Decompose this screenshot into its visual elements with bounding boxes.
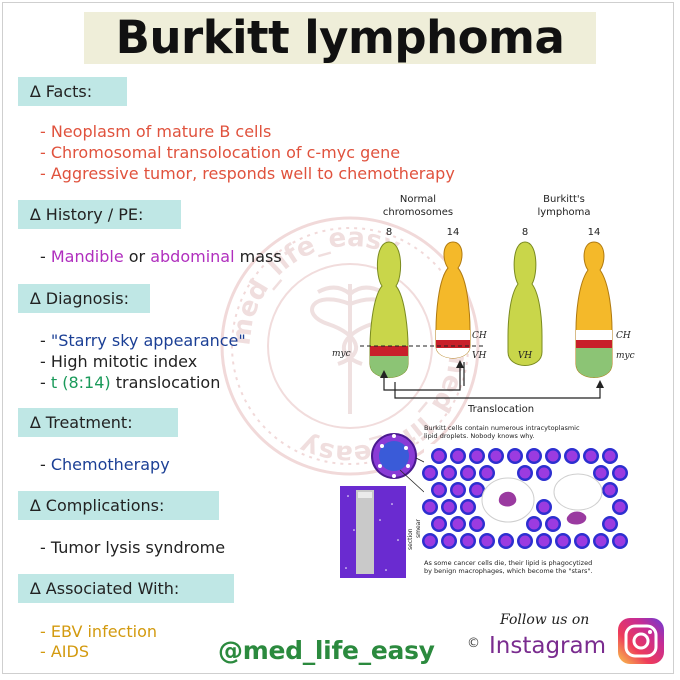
title-banner bbox=[84, 12, 596, 64]
mandible-text: Mandible bbox=[50, 247, 124, 266]
caption-bottom-line-1: As some cancer cells die, their lipid is… bbox=[424, 559, 592, 567]
facts-item-3: - Aggressive tumor, responds well to che… bbox=[40, 164, 455, 183]
associated-item-1: - EBV infection bbox=[40, 622, 157, 641]
page-frame bbox=[2, 2, 674, 674]
tumor-cells bbox=[422, 448, 628, 549]
chr-14-burkitt-label: 14 bbox=[588, 227, 601, 238]
instagram-text: Instagram bbox=[489, 633, 607, 659]
translocation-label: Translocation bbox=[467, 404, 534, 415]
caption-top-line-2: lipid droplets. Nobody knows why. bbox=[424, 432, 534, 440]
normal-label-line-2: chromosomes bbox=[383, 207, 453, 218]
facts-item-1: - Neoplasm of mature B cells bbox=[40, 122, 272, 141]
chromosome-14-burkitt bbox=[575, 241, 613, 378]
vh-label-burkitt: VH bbox=[518, 351, 532, 361]
chromosome-translocation-diagram: Normal chromosomes Burkitt's lymphoma 8 … bbox=[332, 194, 635, 415]
history-header: ∆ History / PE: bbox=[18, 200, 181, 229]
complications-header: ∆ Complications: bbox=[18, 491, 219, 520]
history-item: - Mandible or abdominal mass bbox=[40, 247, 282, 266]
chromosome-8-normal bbox=[369, 241, 409, 378]
myc-label-normal: myc bbox=[332, 349, 351, 359]
diagnosis-item-3: - t (8:14) translocation bbox=[40, 373, 221, 392]
starry-sky-micrograph: Burkitt cells contain numerous intracyto… bbox=[340, 424, 630, 578]
ch-label-burkitt: CH bbox=[616, 331, 631, 341]
starry-sky-text: "Starry sky appearance" bbox=[50, 331, 246, 350]
diagnosis-item-2: - High mitotic index bbox=[40, 352, 198, 371]
translocation-code: t (8:14) bbox=[50, 373, 111, 392]
facts-item-2: - Chromosomal transolocation of c-myc ge… bbox=[40, 143, 401, 162]
chr-8-normal-label: 8 bbox=[386, 227, 392, 238]
section-label: section bbox=[407, 528, 414, 550]
normal-label-line-1: Normal bbox=[400, 194, 436, 205]
associated-item-2: - AIDS bbox=[40, 642, 89, 661]
chromosome-8-burkitt bbox=[507, 241, 543, 366]
facts-header: ∆ Facts: bbox=[18, 77, 127, 106]
chr-14-normal-label: 14 bbox=[447, 227, 460, 238]
chromosome-14-normal bbox=[435, 241, 471, 359]
myc-label-burkitt: myc bbox=[616, 351, 635, 361]
associated-header: ∆ Associated With: bbox=[18, 574, 234, 603]
abdominal-text: abdominal bbox=[150, 247, 235, 266]
instagram-icon[interactable] bbox=[617, 617, 665, 665]
burkitt-label-line-2: lymphoma bbox=[537, 207, 590, 218]
treatment-header: ∆ Treatment: bbox=[18, 408, 178, 437]
burkitt-label-line-1: Burkitt's bbox=[543, 194, 585, 205]
handle-text: @med_life_easy bbox=[218, 636, 435, 665]
caption-top-line-1: Burkitt cells contain numerous intracyto… bbox=[424, 424, 580, 432]
ch-label-normal: CH bbox=[472, 331, 487, 341]
diagnosis-header: ∆ Diagnosis: bbox=[18, 284, 150, 313]
diagnosis-item-1: - "Starry sky appearance" bbox=[40, 331, 246, 350]
copyright-mark: © bbox=[467, 636, 480, 651]
page-title: Burkitt lymphoma bbox=[115, 11, 565, 64]
complications-item: - Tumor lysis syndrome bbox=[40, 538, 226, 557]
caption-bottom-line-2: by benign macrophages, which become the … bbox=[424, 567, 593, 575]
smear-label: smear bbox=[415, 519, 422, 538]
treatment-item: - Chemotherapy bbox=[40, 455, 170, 474]
follow-text: Follow us on bbox=[500, 612, 590, 628]
chemotherapy-text: Chemotherapy bbox=[50, 455, 170, 474]
vh-label-normal: VH bbox=[472, 351, 486, 361]
chr-8-burkitt-label: 8 bbox=[522, 227, 528, 238]
